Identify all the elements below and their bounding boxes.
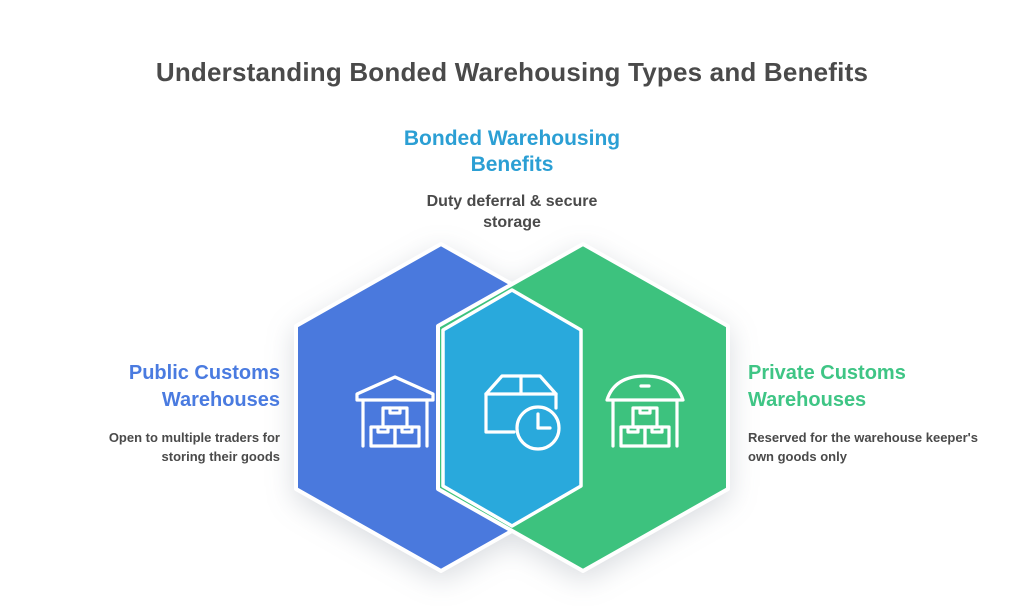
page-title: Understanding Bonded Warehousing Types a… xyxy=(155,57,869,87)
warehouse-gable-icon xyxy=(355,375,435,448)
private-warehouses-heading: Private Customs Warehouses xyxy=(748,362,906,411)
center-subtitle: Duty deferral & secure storage xyxy=(426,193,598,231)
private-warehouses-block: Private Customs Warehouses Reserved for … xyxy=(748,360,988,466)
private-warehouses-description: Reserved for the warehouse keeper's own … xyxy=(748,430,978,464)
public-warehouses-block: Public Customs Warehouses Open to multip… xyxy=(55,360,280,466)
public-warehouses-description: Open to multiple traders for storing the… xyxy=(108,430,280,464)
public-warehouses-heading: Public Customs Warehouses xyxy=(128,362,280,411)
package-clock-icon xyxy=(484,374,561,451)
warehouse-dome-icon xyxy=(605,374,685,448)
center-heading: Bonded Warehousing Benefits xyxy=(403,127,621,176)
overlap-hexagon xyxy=(441,288,583,528)
